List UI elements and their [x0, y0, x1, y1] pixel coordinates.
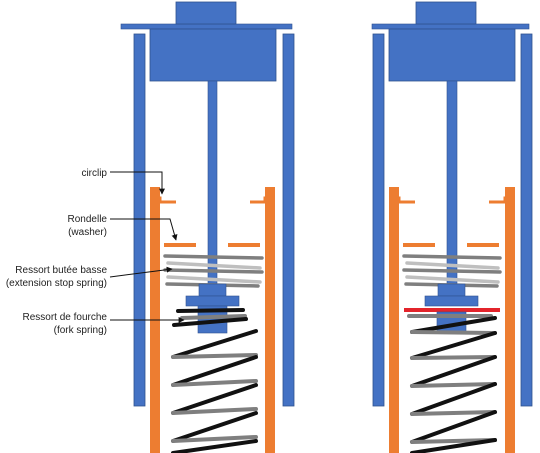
- top-bar: [120, 23, 293, 30]
- arrow-pointer-icon: [110, 171, 165, 195]
- washer-right: [228, 243, 260, 247]
- top-bar: [371, 23, 530, 30]
- inner-tube-left: [389, 187, 399, 453]
- arrow-pointer-icon: [109, 266, 173, 278]
- circlip-right: [489, 196, 510, 204]
- contact-shim: [404, 308, 500, 312]
- label-stop-spring-fr: Ressort butée basse: [15, 265, 107, 276]
- label-washer-en: (washer): [68, 227, 107, 238]
- outer-tube-left: [133, 33, 146, 407]
- outer-tube-right: [520, 33, 533, 407]
- washer-left: [403, 243, 435, 247]
- label-circlip: circlip: [81, 168, 107, 179]
- piston-head: [149, 28, 277, 82]
- washer-left: [164, 243, 196, 247]
- arrow-pointer-icon: [110, 218, 178, 241]
- piston-base: [185, 295, 240, 307]
- label-fork-spring-en: (fork spring): [54, 325, 107, 336]
- circlip-left: [155, 196, 176, 204]
- label-washer-fr: Rondelle: [68, 214, 108, 225]
- fork-spring: [171, 308, 258, 453]
- piston-head: [388, 28, 516, 82]
- outer-tube-right: [282, 33, 295, 407]
- fork-spring: [407, 314, 497, 453]
- fork-right: [371, 1, 533, 453]
- inner-tube-right: [265, 187, 275, 453]
- annotations: circlip Rondelle (washer) Ressort butée …: [6, 168, 185, 336]
- rod-collar: [437, 283, 466, 297]
- washer-right: [467, 243, 499, 247]
- outer-tube-left: [372, 33, 385, 407]
- circlip-left: [394, 196, 415, 204]
- fork-left: [120, 1, 295, 453]
- circlip-right: [250, 196, 270, 204]
- top-cap: [415, 1, 477, 25]
- label-fork-spring-fr: Ressort de fourche: [23, 312, 108, 323]
- rod-collar: [198, 283, 227, 297]
- inner-tube-right: [505, 187, 515, 453]
- piston-base: [424, 295, 479, 307]
- top-cap: [175, 1, 237, 25]
- label-stop-spring-en: (extension stop spring): [6, 278, 107, 289]
